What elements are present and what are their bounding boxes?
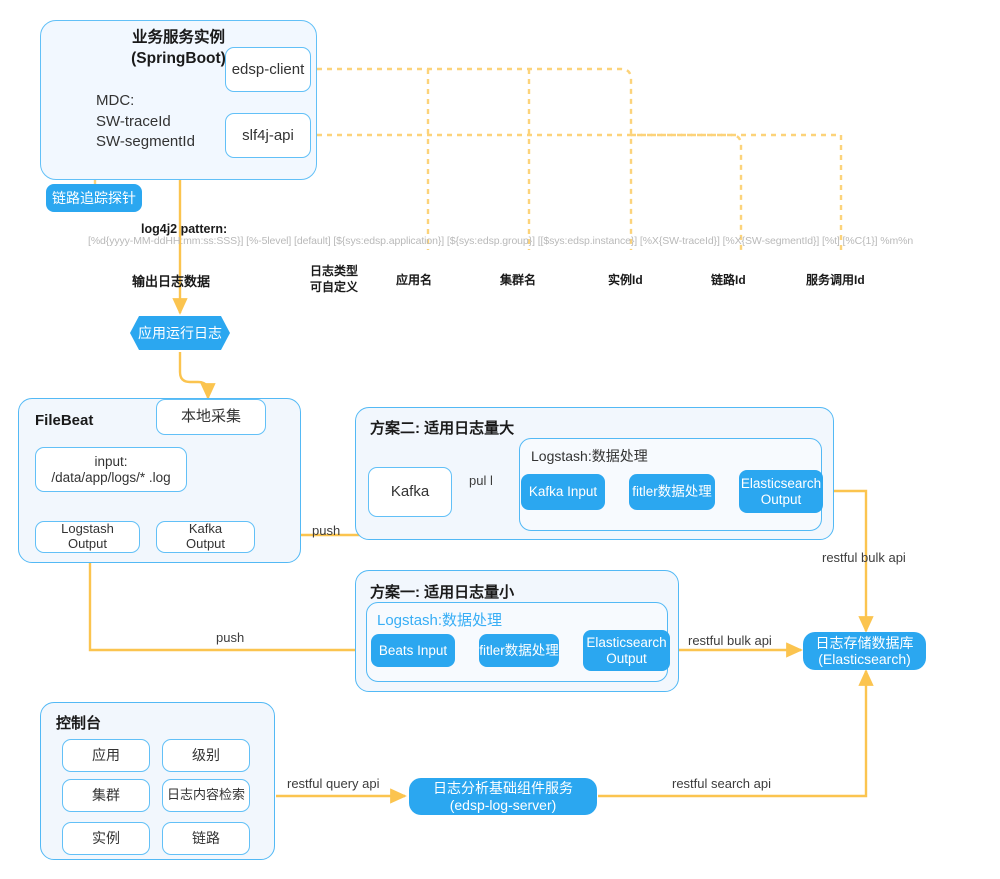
console-item-app[interactable]: 应用 [62,739,150,772]
console-item-trace[interactable]: 链路 [162,822,250,855]
edge-label-push-kafka: push [312,523,341,538]
log-server-line2: (edsp-log-server) [449,796,557,813]
app-runtime-log-node: 应用运行日志 [130,316,230,350]
log-storage-line2: (Elasticsearch) [818,651,911,667]
edge-label-bulk-bottom: restful bulk api [688,633,772,648]
edge-label-search: restful search api [672,776,771,791]
field-label-output: 输出日志数据 [132,274,211,289]
edge-label-query: restful query api [287,776,380,791]
log-server-line1: 日志分析基础组件服务 [433,780,573,797]
filebeat-title: FileBeat [35,412,94,429]
console-item-level[interactable]: 级别 [162,739,250,772]
filebeat-input-box: input: /data/app/logs/* .log [35,447,187,492]
slf4j-api-box[interactable]: slf4j-api [225,113,311,158]
log4j2-pattern: [%d{yyyy-MM-ddHH:mm:ss:SSS}] [%-5level] … [88,235,914,247]
kafka-box[interactable]: Kafka [368,467,452,517]
scheme1-logstash-title: Logstash:数据处理 [377,612,503,629]
field-label-spanid: 服务调用Id [806,273,865,287]
edge-label-bulk-top: restful bulk api [822,550,906,565]
edsp-client-box[interactable]: edsp-client [225,47,311,92]
kafka-input-stage[interactable]: Kafka Input [521,474,605,510]
trace-probe-badge[interactable]: 链路追踪探针 [46,184,142,212]
scheme2-filter-stage[interactable]: fitler数据处理 [629,474,715,510]
log-storage-line1: 日志存储数据库 [815,634,914,651]
springboot-title-line2: (SpringBoot) [131,49,226,67]
scheme2-title: 方案二: 适用日志量大 [370,420,515,437]
logstash-output-box[interactable]: Logstash Output [35,521,140,553]
edge-label-push-beats: push [216,630,245,645]
console-item-instance[interactable]: 实例 [62,822,150,855]
local-collect-box[interactable]: 本地采集 [156,399,266,435]
beats-input-stage[interactable]: Beats Input [371,634,455,667]
edge-label-pull: pul l [469,473,493,488]
scheme1-title: 方案一: 适用日志量小 [370,584,515,601]
scheme1-es-output-stage[interactable]: Elasticsearch Output [583,630,670,671]
mdc-label: MDC: SW-traceId SW-segmentId [96,92,195,151]
scheme1-filter-stage[interactable]: fitler数据处理 [479,634,559,667]
console-title: 控制台 [56,715,102,732]
springboot-title: 业务服务实例 (SpringBoot) [40,20,317,67]
field-label-instanceid: 实例Id [608,273,643,287]
field-label-cluster: 集群名 [500,273,537,287]
log-storage-node[interactable]: 日志存储数据库 (Elasticsearch) [803,632,926,670]
springboot-title-line1: 业务服务实例 [131,29,225,46]
scheme2-es-output-stage[interactable]: Elasticsearch Output [739,470,823,513]
field-label-traceid: 链路Id [711,273,746,287]
log-server-node[interactable]: 日志分析基础组件服务 (edsp-log-server) [409,778,597,815]
log4j2-heading: log4j2 pattern: [141,222,228,236]
console-item-log-search[interactable]: 日志内容检索 [162,779,250,812]
console-item-cluster[interactable]: 集群 [62,779,150,812]
field-label-logtype: 日志类型 可自定义 [310,264,359,295]
kafka-output-box[interactable]: Kafka Output [156,521,255,553]
field-label-appname: 应用名 [396,273,433,287]
scheme2-logstash-title: Logstash:数据处理 [531,448,648,464]
